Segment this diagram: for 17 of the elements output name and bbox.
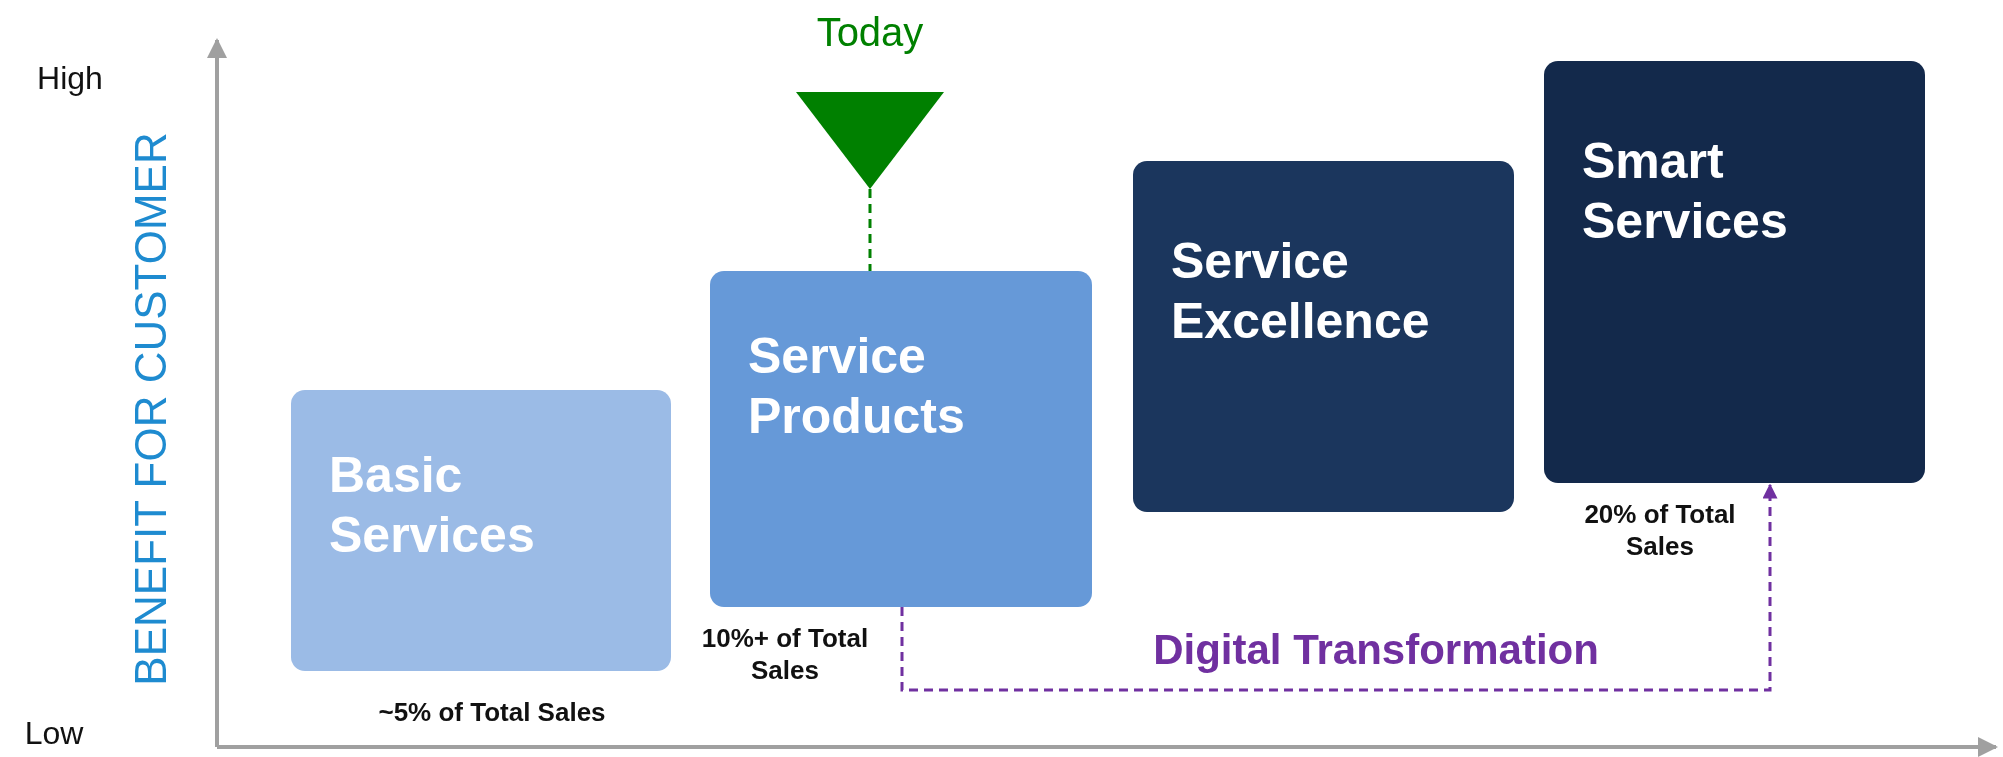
stage-title: Smart Services [1582, 132, 1789, 251]
stage-title: Service Products [748, 327, 966, 446]
axis-tick-label: High [36, 60, 104, 97]
sales-share-note: 20% of Total Sales [1583, 498, 1737, 562]
stage-title: Service Excellence [1171, 232, 1431, 351]
marker-label: Today [815, 9, 925, 56]
sales-share-note: ~5% of Total Sales [377, 696, 607, 728]
stage-box [1133, 161, 1514, 512]
stage-box [1544, 61, 1925, 483]
arrow [900, 483, 1778, 692]
stage-title: Basic Services [329, 446, 536, 565]
sales-share-note: 10%+ of Total Sales [700, 622, 870, 686]
connector-line [868, 189, 872, 271]
stage-box [291, 390, 671, 671]
axis-title: BENEFIT FOR CUSTOMER [126, 132, 176, 686]
stage-box [710, 271, 1092, 607]
axis-tick-label: Low [23, 715, 85, 752]
